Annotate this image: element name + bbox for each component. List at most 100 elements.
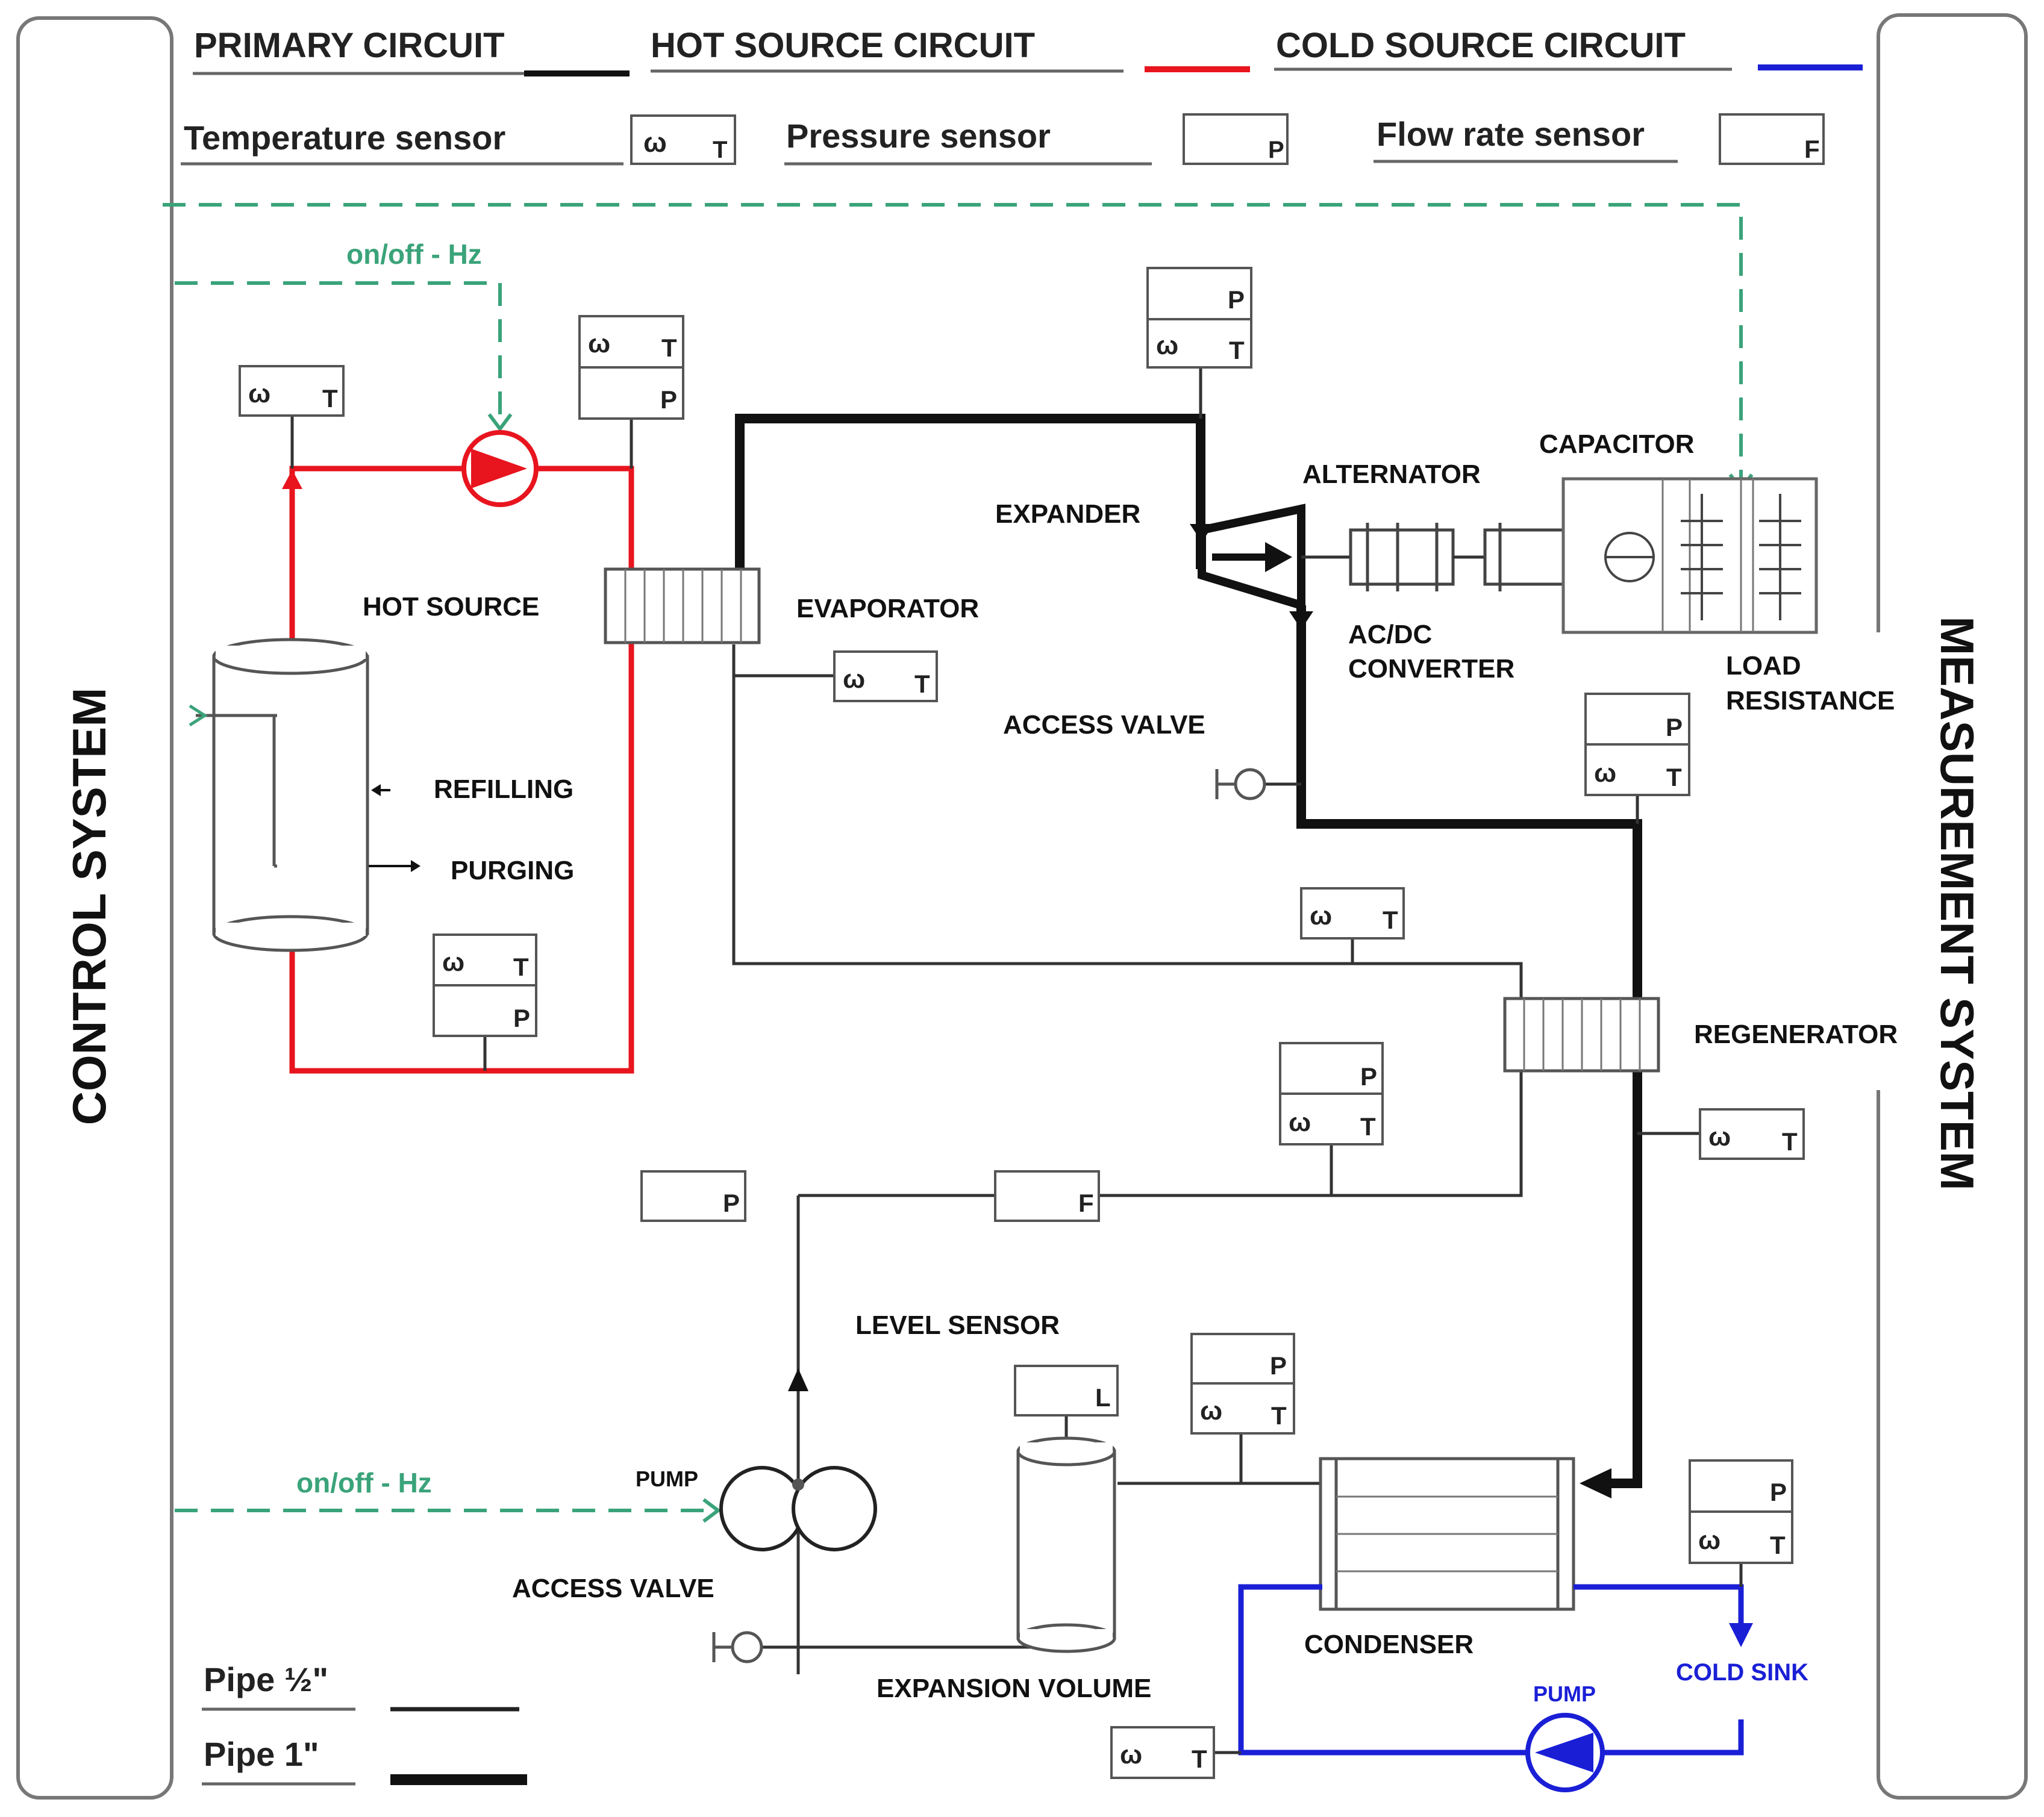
svg-text:ω: ω: [643, 126, 667, 158]
hot-pump: [461, 430, 539, 507]
regenerator-liquid-tp-sensor: P ω T: [1279, 1042, 1384, 1195]
condenser-inlet-tp-sensor: P ω T: [1190, 1333, 1295, 1483]
regenerator-label: REGENERATOR: [1694, 1020, 1898, 1049]
access-valve-lower: [712, 1631, 798, 1663]
pump-outlet-pressure-sensor: P: [640, 1170, 746, 1222]
evaporator: [604, 567, 761, 644]
acdc-label-line2: CONVERTER: [1348, 654, 1514, 684]
hot-return-tp-sensor: ω T P: [433, 933, 537, 1071]
purging-label: PURGING: [451, 856, 574, 885]
flow-rate-sensor: F: [994, 1170, 1100, 1222]
svg-text:P: P: [1666, 713, 1683, 741]
cold-sink-label: COLD SINK: [1676, 1659, 1808, 1686]
legend-temperature-sensor-icon: ω T: [630, 114, 736, 165]
hot-source-label: HOT SOURCE: [363, 592, 539, 622]
access-valve-upper-label: ACCESS VALVE: [1003, 710, 1205, 740]
access-valve-lower-label: ACCESS VALVE: [512, 1574, 714, 1603]
level-sensor-label: LEVEL SENSOR: [855, 1311, 1060, 1340]
svg-text:ω: ω: [1156, 331, 1178, 360]
svg-text:P: P: [1228, 285, 1245, 314]
alternator: [1301, 523, 1455, 591]
svg-text:ω: ω: [843, 664, 865, 694]
regenerator-inlet-temperature-sensor: ω T: [1300, 887, 1405, 964]
refilling-label: REFILLING: [434, 774, 574, 804]
expander-inlet-tp-sensor: P ω T: [1146, 267, 1252, 419]
svg-text:L: L: [1095, 1383, 1111, 1412]
svg-text:ω: ω: [1289, 1108, 1311, 1137]
svg-text:T: T: [1782, 1127, 1798, 1156]
svg-text:ω: ω: [1120, 1740, 1142, 1769]
hot-inlet-temperature-sensor: ω T: [239, 365, 345, 469]
svg-text:T: T: [513, 953, 529, 981]
control-system-panel: [16, 16, 173, 1800]
svg-text:ω: ω: [1698, 1526, 1721, 1555]
svg-text:T: T: [1770, 1531, 1786, 1559]
svg-text:P: P: [723, 1189, 740, 1217]
capacitor-label: CAPACITOR: [1539, 429, 1695, 459]
expansion-volume: [1016, 1415, 1116, 1653]
svg-text:P: P: [1360, 1062, 1377, 1091]
purging-arrow: [369, 860, 420, 872]
svg-text:T: T: [1360, 1112, 1376, 1141]
load-resistance-symbol: [1681, 494, 1801, 620]
regenerator-outlet-temperature-sensor: ω T: [1637, 1108, 1805, 1160]
control-system-label: CONTROL SYSTEM: [63, 688, 116, 1126]
load-resistance-label-line2: RESISTANCE: [1726, 686, 1895, 715]
legend-cold-source-circuit: COLD SOURCE CIRCUIT: [1276, 26, 1686, 65]
primary-pump-label: PUMP: [636, 1466, 698, 1491]
svg-text:P: P: [1268, 137, 1284, 163]
hot-pump-outlet-tp-sensor: ω T P: [578, 315, 684, 469]
svg-text:ω: ω: [1594, 758, 1616, 788]
svg-text:T: T: [322, 384, 338, 413]
legend-pressure-sensor: Pressure sensor: [786, 117, 1051, 155]
cold-pump: [1525, 1713, 1605, 1792]
level-sensor: L: [1014, 1365, 1119, 1417]
legend-pipe-half: Pipe ½": [204, 1660, 328, 1698]
evaporator-label: EVAPORATOR: [796, 594, 979, 623]
svg-text:T: T: [1383, 906, 1398, 934]
svg-text:T: T: [1229, 336, 1245, 364]
svg-text:P: P: [660, 385, 677, 414]
signal-line-hot-pump: [175, 281, 513, 432]
svg-text:ω: ω: [588, 329, 610, 358]
measurement-panel-label-cover: [1874, 632, 1892, 1090]
cold-pump-label: PUMP: [1533, 1681, 1596, 1706]
svg-text:T: T: [914, 670, 930, 698]
alternator-label: ALTERNATOR: [1302, 460, 1481, 489]
svg-text:F: F: [1078, 1189, 1094, 1217]
svg-text:P: P: [1770, 1478, 1787, 1506]
acdc-label-line1: AC/DC: [1348, 620, 1432, 649]
refilling-arrow: [371, 784, 390, 796]
svg-text:ω: ω: [442, 947, 464, 977]
signal-line-primary-pump: [175, 1498, 721, 1523]
condenser: [1319, 1457, 1575, 1611]
access-valve-upper: [1215, 768, 1301, 800]
legend-pipe-one: Pipe 1": [204, 1735, 319, 1773]
expander-outlet-tp-sensor: P ω T: [1584, 693, 1690, 824]
svg-text:F: F: [1804, 135, 1820, 163]
primary-pump: [719, 1466, 877, 1551]
svg-text:P: P: [1270, 1351, 1287, 1380]
load-resistance-label-line1: LOAD: [1726, 651, 1801, 681]
cold-outlet-tp-sensor: P ω T: [1689, 1459, 1793, 1587]
svg-text:ω: ω: [1200, 1396, 1222, 1426]
legend-flow-rate-sensor: Flow rate sensor: [1377, 115, 1645, 153]
expander: [1190, 503, 1313, 629]
svg-text:T: T: [713, 137, 727, 163]
legend-primary-circuit: PRIMARY CIRCUIT: [194, 26, 505, 65]
svg-text:T: T: [1271, 1401, 1287, 1430]
measurement-system-label: MEASUREMENT SYSTEM: [1931, 616, 1984, 1190]
legend-hot-source-circuit: HOT SOURCE CIRCUIT: [651, 26, 1035, 65]
svg-text:T: T: [1666, 763, 1682, 791]
regenerator: [1503, 997, 1660, 1073]
expansion-volume-label: EXPANSION VOLUME: [877, 1674, 1151, 1703]
svg-text:ω: ω: [248, 379, 270, 408]
condenser-label: CONDENSER: [1304, 1630, 1474, 1659]
capacitor-load-block: [1561, 477, 1818, 634]
legend-flow-rate-sensor-icon: F: [1719, 113, 1825, 165]
legend-temperature-sensor: Temperature sensor: [184, 119, 505, 157]
expander-label: EXPANDER: [995, 499, 1140, 529]
signal-label-top: on/off - Hz: [346, 238, 482, 270]
svg-text:ω: ω: [1708, 1122, 1731, 1152]
